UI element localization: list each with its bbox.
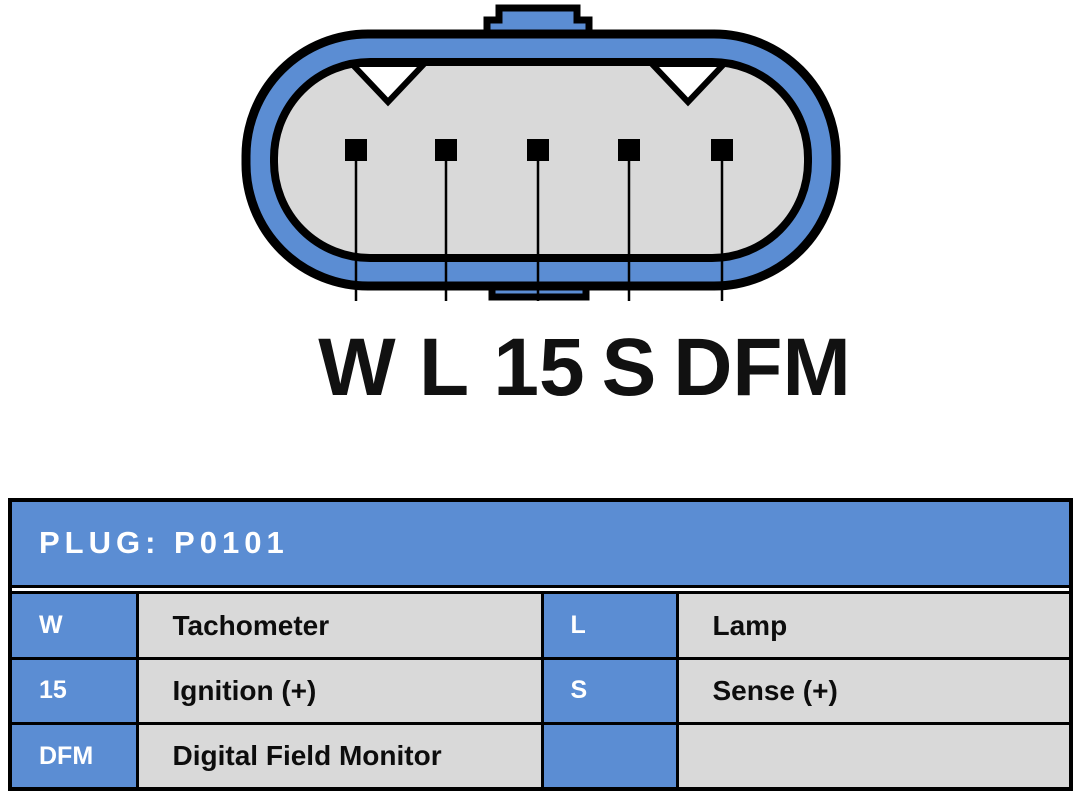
keying-notch-right bbox=[645, 61, 731, 107]
pinout-table-container: PLUG: P0101 W Tachometer L Lamp 15 Ignit… bbox=[8, 498, 1073, 791]
pin-contact-15 bbox=[527, 139, 549, 161]
desc-cell: Tachometer bbox=[135, 591, 544, 660]
pin-cell bbox=[540, 722, 679, 791]
pin-label-w: W bbox=[318, 322, 396, 413]
spacer-cell bbox=[10, 584, 1071, 595]
pin-label-15: 15 bbox=[493, 322, 584, 413]
connector-pins bbox=[345, 139, 733, 161]
plug-title: PLUG: P0101 bbox=[8, 498, 1073, 588]
table-spacer-row bbox=[10, 584, 1071, 595]
keying-notch-left bbox=[345, 61, 431, 107]
pin-cell: L bbox=[540, 591, 679, 660]
pin-cell: 15 bbox=[8, 656, 139, 726]
pin-contact-l bbox=[435, 139, 457, 161]
pin-cell: S bbox=[540, 656, 679, 726]
table-row: W Tachometer L Lamp bbox=[8, 591, 1073, 660]
pin-contact-s bbox=[618, 139, 640, 161]
desc-cell bbox=[675, 722, 1073, 791]
pin-contact-dfm bbox=[711, 139, 733, 161]
table-header-row: PLUG: P0101 bbox=[8, 498, 1073, 588]
pin-label-s: S bbox=[602, 322, 657, 413]
pin-label-l: L bbox=[419, 322, 469, 413]
desc-cell: Sense (+) bbox=[675, 656, 1073, 726]
connector-diagram: W L 15 S DFM bbox=[241, 4, 851, 413]
table-row: DFM Digital Field Monitor bbox=[8, 722, 1073, 791]
desc-cell: Ignition (+) bbox=[135, 656, 544, 726]
desc-cell: Digital Field Monitor bbox=[135, 722, 544, 791]
pin-contact-w bbox=[345, 139, 367, 161]
desc-cell: Lamp bbox=[675, 591, 1073, 660]
pin-labels: W L 15 S DFM bbox=[318, 322, 851, 413]
pinout-table: PLUG: P0101 W Tachometer L Lamp 15 Ignit… bbox=[8, 498, 1073, 791]
pin-leader-lines bbox=[354, 161, 724, 301]
pin-label-dfm: DFM bbox=[673, 322, 851, 413]
pin-cell: DFM bbox=[8, 722, 139, 791]
pin-cell: W bbox=[8, 591, 139, 660]
table-row: 15 Ignition (+) S Sense (+) bbox=[8, 656, 1073, 726]
